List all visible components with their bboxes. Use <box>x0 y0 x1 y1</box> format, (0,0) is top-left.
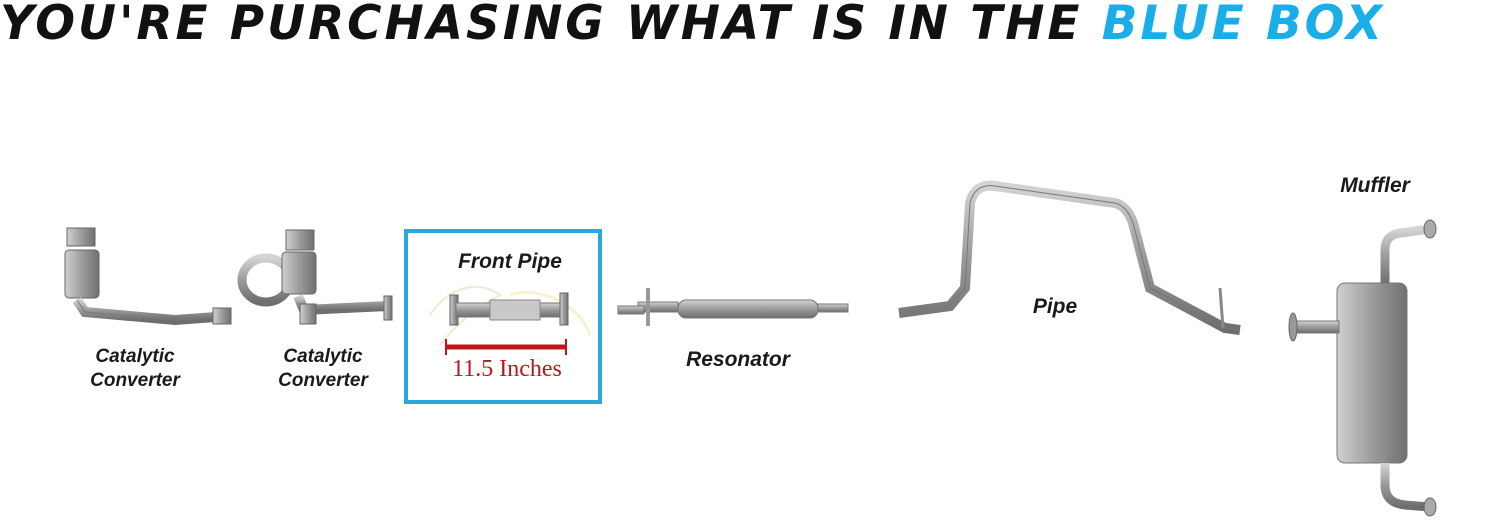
pipe-image <box>898 180 1241 335</box>
headline-accent: BLUE BOX <box>1101 0 1385 51</box>
front-pipe-label: Front Pipe <box>430 250 590 274</box>
catalytic-converter-2-image <box>237 229 393 325</box>
muffler-label: Muffler <box>1310 174 1440 198</box>
resonator-image <box>617 288 849 326</box>
resonator-label: Resonator <box>668 348 808 372</box>
catalytic-converter-1-image <box>64 227 232 326</box>
catalytic-converter-1-line-2: Converter <box>90 370 180 391</box>
headline: YOU'RE PURCHASING WHAT IS IN THE BLUE BO… <box>0 0 1495 52</box>
catalytic-converter-1-label: Catalytic Converter <box>70 345 200 393</box>
pipe-line-1: Pipe <box>1032 295 1078 318</box>
measurement-text: 11.5 Inches <box>452 356 562 382</box>
catalytic-converter-2-line-1: Catalytic <box>283 346 363 367</box>
resonator-line-1: Resonator <box>686 348 790 371</box>
catalytic-converter-2-label: Catalytic Converter <box>258 345 388 393</box>
catalytic-converter-2-line-2: Converter <box>278 370 368 391</box>
blue-highlight-box <box>404 229 602 404</box>
catalytic-converter-1-line-1: Catalytic <box>95 346 175 367</box>
headline-text: YOU'RE PURCHASING WHAT IS IN THE <box>0 0 1083 51</box>
pipe-label: Pipe <box>1005 295 1105 319</box>
muffler-image <box>1288 219 1437 517</box>
front-pipe-line-1: Front Pipe <box>458 250 562 273</box>
muffler-line-1: Muffler <box>1340 174 1410 197</box>
front-pipe-image <box>429 285 592 355</box>
